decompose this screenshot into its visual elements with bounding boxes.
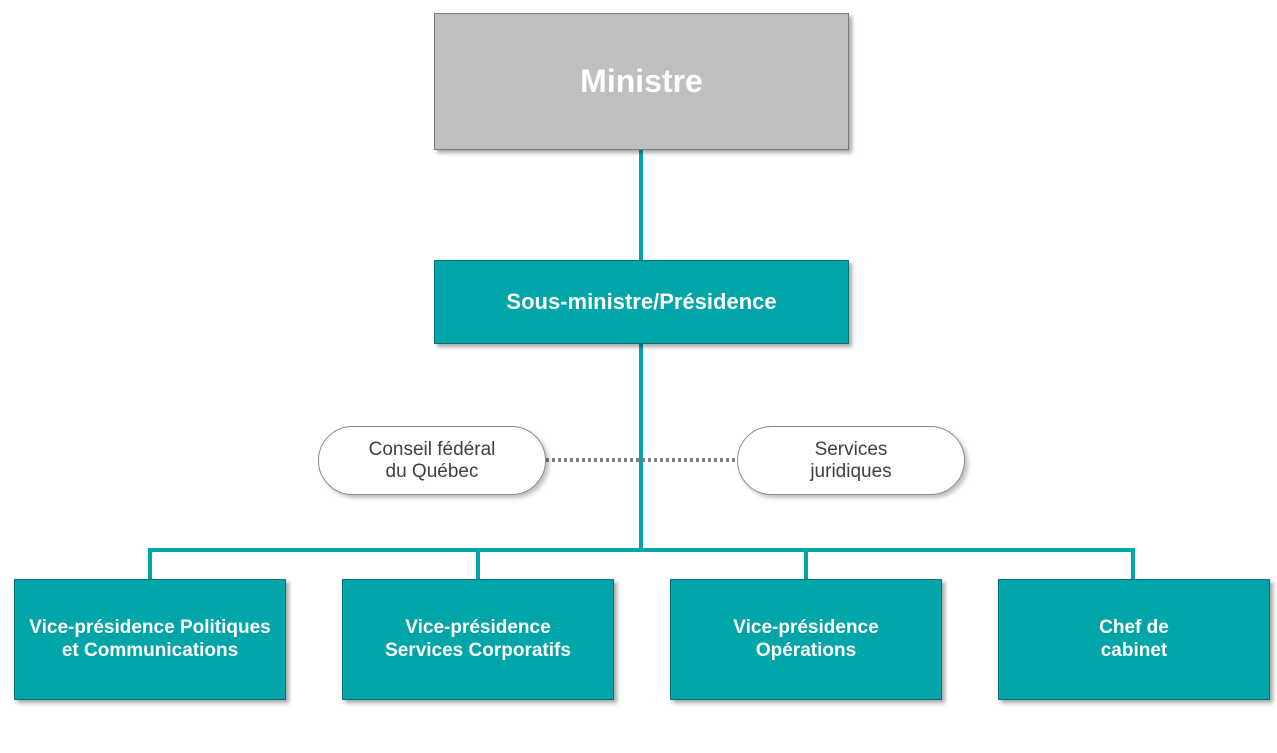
ministre-box: Ministre [434, 13, 849, 150]
vp-operations-box: Vice-présidence Opérations [670, 579, 942, 700]
chef-de-cabinet-box: Chef de cabinet [998, 579, 1270, 700]
vp-politiques-box: Vice-présidence Politiques et Communicat… [14, 579, 286, 700]
conseil-federal-pill: Conseil fédéral du Québec [318, 426, 546, 495]
vp-services-corporatifs-box: Vice-présidence Services Corporatifs [342, 579, 614, 700]
sous-ministre-box: Sous-ministre/Présidence [434, 260, 849, 344]
services-juridiques-pill: Services juridiques [737, 426, 965, 495]
